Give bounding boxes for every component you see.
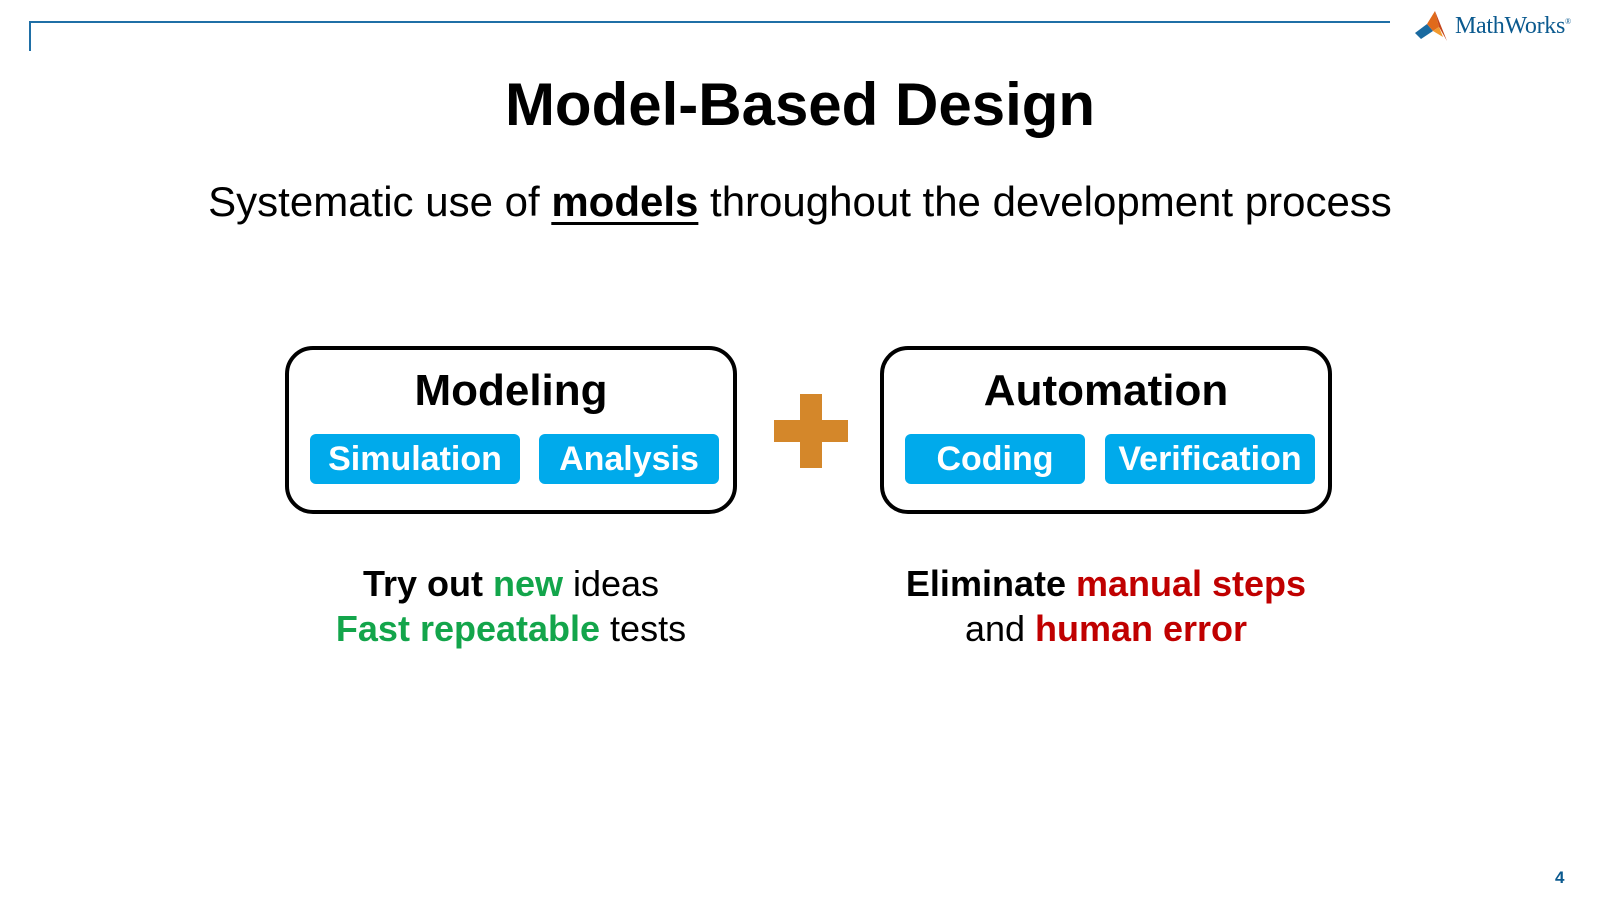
subtitle-emphasis: models	[551, 178, 699, 225]
modeling-caption-line2: Fast repeatable tests	[335, 608, 687, 649]
verification-pill: Verification	[1105, 434, 1315, 484]
automation-panel: Automation Coding Verification	[880, 346, 1332, 514]
analysis-pill: Analysis	[539, 434, 719, 484]
slide-title: Model-Based Design	[504, 71, 1096, 138]
modeling-caption: Try out new ideas Fast repeatable tests	[261, 561, 761, 651]
plus-icon	[774, 394, 848, 468]
modeling-panel: Modeling Simulation Analysis	[285, 346, 737, 514]
automation-title: Automation	[983, 366, 1229, 415]
membrane-logo-icon	[1415, 11, 1447, 41]
automation-caption: Eliminate manual steps and human error	[856, 561, 1356, 651]
modeling-caption-line1: Try out new ideas	[362, 563, 660, 604]
logo-wordmark: MathWorks®	[1455, 12, 1571, 39]
mathworks-logo: MathWorks®	[1413, 8, 1571, 44]
simulation-pill: Simulation	[310, 434, 520, 484]
automation-caption-line2: and human error	[964, 608, 1248, 649]
modeling-title: Modeling	[414, 366, 608, 415]
header-rule	[29, 21, 1390, 23]
page-number: 4	[1555, 868, 1565, 887]
coding-pill: Coding	[905, 434, 1085, 484]
slide-subtitle: Systematic use of models throughout the …	[208, 178, 1392, 225]
header-rule-tick	[29, 21, 31, 51]
automation-caption-line1: Eliminate manual steps	[905, 563, 1307, 604]
